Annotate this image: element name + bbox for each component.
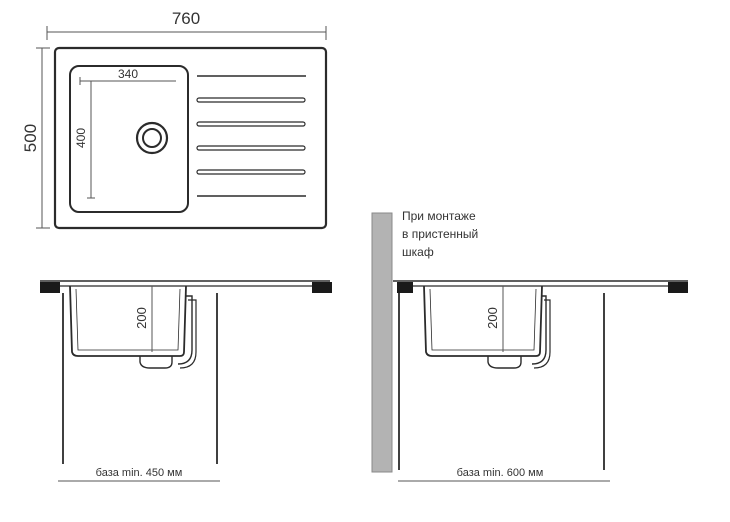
drainer-rib [196, 169, 306, 175]
bowl-depth-dim-label: 400 [74, 128, 88, 148]
sink-outline [53, 46, 328, 230]
overflow-pipe [177, 295, 193, 365]
drain-siphon [487, 356, 522, 369]
base-dim-label: база min. 450 мм [96, 467, 183, 479]
bowl-inner-profile [75, 288, 181, 351]
wall [371, 212, 393, 473]
rim-right-block [312, 282, 332, 293]
drainer-rib [196, 121, 306, 127]
side-left-depth-dim-label: 200 [134, 307, 149, 329]
bowl-inner-profile [429, 288, 537, 351]
drainer-rib [196, 97, 306, 103]
base-dim-label: база min. 600 мм [457, 467, 544, 479]
drainer-rib [196, 145, 306, 151]
mounting-note-line-3: шкаф [402, 245, 434, 259]
bowl-profile [69, 285, 187, 357]
drain-outer [135, 121, 169, 155]
mounting-note-line-1: При монтаже [402, 209, 476, 223]
overflow-pipe [531, 295, 547, 365]
depth-dim-label: 500 [21, 124, 40, 152]
side-view-left: 200 база min. 450 мм [40, 280, 332, 482]
overflow-pipe-inner [533, 299, 551, 369]
bowl-width-dim-label: 340 [118, 67, 138, 81]
mounting-note-line-2: в пристенный [402, 227, 478, 241]
top-view: 760 500 340 400 [21, 9, 328, 230]
bowl-profile [423, 285, 543, 357]
rim-left-block [397, 282, 413, 293]
rim-right-block [668, 282, 688, 293]
drain-siphon [139, 356, 173, 369]
drain-inner [142, 128, 162, 148]
side-right-depth-dim-label: 200 [485, 307, 500, 329]
overflow-pipe-inner [179, 299, 197, 369]
rim-left-block [40, 282, 60, 293]
side-view-right: При монтаже в пристенный шкаф 200 база m… [371, 209, 688, 482]
width-dim-label: 760 [172, 9, 200, 28]
bowl-outline [69, 65, 189, 213]
